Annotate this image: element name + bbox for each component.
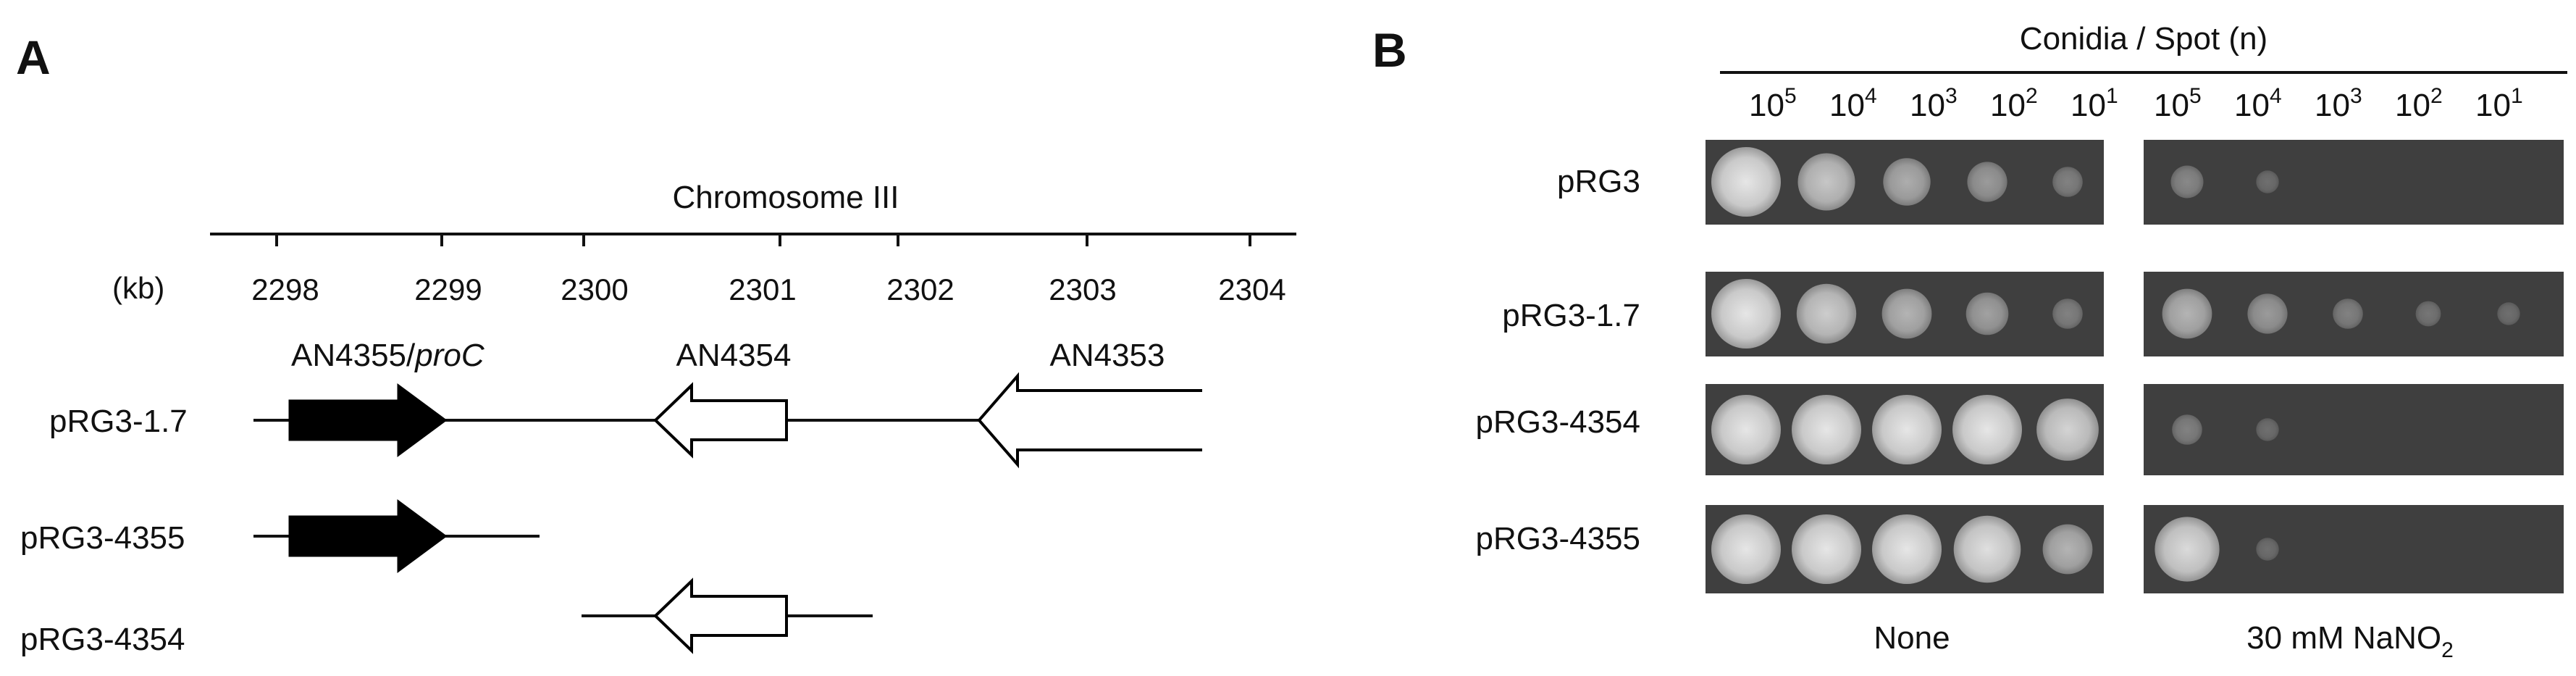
colony-spot-none (2042, 524, 2093, 575)
colony-spot-none (1881, 288, 1932, 339)
unit-label: (kb) (112, 271, 164, 305)
gene-label-an4354: AN4354 (676, 338, 791, 373)
colony-spot-none (1797, 153, 1855, 211)
condition-none-label: None (1874, 620, 1950, 656)
strain-label: pRG3-4354 (1476, 404, 1640, 440)
panel-b: B Conidia / Spot (n) 105 104 103 102 101… (1372, 21, 2567, 662)
dilution-labels-none: 105 104 103 102 101 (1749, 84, 2118, 123)
plate-nano2 (2144, 384, 2564, 475)
gene-label-proc-italic: proC (414, 338, 485, 373)
dilution-label: 101 (2475, 84, 2523, 123)
an4353-gene-arrow-outline (977, 372, 1202, 469)
colony-spot-nano2 (2333, 299, 2363, 329)
tick-label: 2303 (1049, 272, 1116, 306)
construct-prg3-4355: pRG3-4355 (20, 499, 540, 573)
tick-label: 2299 (414, 272, 482, 306)
axis-ticks (275, 234, 1251, 246)
construct-label: pRG3-1.7 (49, 404, 188, 439)
colony-spot-nano2 (2172, 414, 2202, 445)
construct-label: pRG3-4354 (20, 622, 185, 657)
colony-spot-none (1711, 395, 1781, 464)
dilution-label: 101 (2071, 84, 2118, 123)
proc-gene-arrow (288, 383, 448, 457)
colony-spot-nano2 (2256, 418, 2279, 441)
colony-spot-none (1967, 162, 2007, 202)
strain-label: pRG3-1.7 (1502, 298, 1640, 333)
strain-label: pRG3-4355 (1476, 521, 1640, 556)
colony-spot-none (1796, 283, 1857, 344)
gene-label-proc-name: AN4355/ (291, 338, 416, 373)
gene-label-an4353: AN4353 (1049, 338, 1165, 373)
colony-spot-none (1711, 279, 1781, 349)
dilution-label: 102 (2395, 84, 2443, 123)
dilution-labels-nano2: 105 104 103 102 101 (2154, 84, 2523, 123)
dilution-label: 104 (1829, 84, 1877, 123)
construct-label: pRG3-4355 (20, 520, 185, 556)
colony-spot-none (1965, 292, 2009, 335)
condition-nano2-label: 30 mM NaNO2 (2246, 620, 2454, 662)
colony-spot-nano2 (2247, 293, 2288, 334)
colony-spot-none (2036, 398, 2099, 461)
plates-nano2 (2144, 140, 2564, 593)
gene-label-proc: AN4355/proC (291, 338, 485, 373)
colony-spot-none (1883, 158, 1931, 206)
colony-spots (1711, 147, 2520, 584)
an4354-gene-arrow (653, 382, 788, 459)
colony-spot-none (1792, 395, 1861, 464)
colony-spot-none (2052, 167, 2083, 197)
dilution-label: 104 (2234, 84, 2282, 123)
conidia-header: Conidia / Spot (n) (2020, 21, 2267, 57)
dilution-label: 102 (1990, 84, 2038, 123)
panel-b-letter: B (1372, 23, 1407, 77)
colony-spot-none (2052, 299, 2083, 329)
colony-spot-nano2 (2256, 170, 2279, 193)
colony-spot-nano2 (2497, 302, 2520, 325)
colony-spot-nano2 (2155, 517, 2220, 582)
colony-spot-none (1711, 147, 1781, 217)
colony-spot-none (1792, 514, 1861, 584)
proc-gene-arrow (288, 499, 448, 573)
an4353-gene-arrow (979, 376, 1202, 464)
dilution-label: 105 (2154, 84, 2202, 123)
colony-spot-none (1953, 515, 2021, 583)
colony-spot-nano2 (2162, 288, 2212, 339)
colony-spot-none (1711, 514, 1781, 584)
strain-label: pRG3 (1557, 164, 1640, 199)
colony-spot-nano2 (2170, 165, 2204, 199)
chromosome-label: Chromosome III (673, 180, 899, 215)
colony-spot-nano2 (2415, 301, 2441, 327)
colony-spot-nano2 (2256, 538, 2279, 561)
colony-spot-none (1872, 395, 1942, 464)
plate-nano2 (2144, 140, 2564, 225)
tick-label: 2302 (886, 272, 954, 306)
tick-label: 2300 (561, 272, 628, 306)
construct-prg3-1-7: pRG3-1.7 (49, 372, 1202, 469)
colony-spot-none (1872, 514, 1942, 584)
tick-labels: 2298 2299 2300 2301 2302 2303 2304 (251, 272, 1285, 306)
tick-label: 2301 (729, 272, 796, 306)
colony-spot-none (1952, 395, 2022, 464)
panel-a-letter: A (16, 30, 51, 84)
dilution-label: 103 (2315, 84, 2362, 123)
dilution-label: 103 (1910, 84, 1958, 123)
dilution-label: 105 (1749, 84, 1797, 123)
tick-label: 2298 (251, 272, 319, 306)
construct-prg3-4354: pRG3-4354 (20, 577, 873, 657)
an4354-gene-arrow (653, 577, 788, 654)
tick-label: 2304 (1218, 272, 1285, 306)
panel-a: A Chromosome III (kb) 2298 2299 2300 230… (16, 30, 1296, 657)
